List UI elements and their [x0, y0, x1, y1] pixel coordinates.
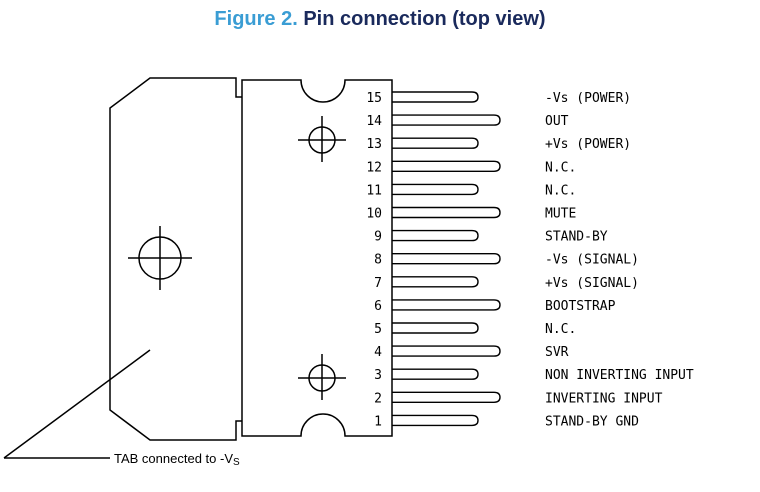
pin-10: 10 MUTE: [366, 207, 576, 222]
pin-function-label: -Vs (SIGNAL): [545, 253, 639, 268]
tab-outline: [109, 77, 242, 441]
pin-lead: [392, 322, 479, 334]
pin-number: 13: [366, 137, 382, 152]
pin-lead: [392, 91, 479, 103]
pin-function-label: STAND-BY: [545, 230, 608, 245]
figure-caption: Pin connection (top view): [303, 8, 546, 30]
pin-function-label: INVERTING INPUT: [545, 391, 663, 406]
pin-function-label: SVR: [545, 345, 569, 360]
pin-number: 2: [374, 391, 382, 406]
pin-number: 10: [366, 207, 382, 222]
pin-15: 15 -Vs (POWER): [366, 91, 631, 106]
pin-lead: [392, 206, 501, 219]
pin-lead: [392, 299, 501, 311]
pin-function-label: N.C.: [545, 322, 576, 337]
pin-number: 7: [374, 276, 382, 291]
pin-13: 13 +Vs (POWER): [366, 137, 631, 152]
pin-lead: [392, 276, 479, 288]
pin-12: 12 N.C.: [366, 160, 576, 175]
pin-function-label: MUTE: [545, 207, 576, 222]
pin-8: 8 -Vs (SIGNAL): [374, 253, 639, 268]
pin-function-label: NON INVERTING INPUT: [545, 368, 694, 383]
pin-function-label: N.C.: [545, 183, 576, 198]
pin-1: 1 STAND-BY GND: [374, 414, 639, 429]
figure-title: Figure 2. Pin connection (top view): [0, 8, 760, 31]
pin-function-label: +Vs (SIGNAL): [545, 276, 639, 291]
pin-lead: [392, 345, 501, 357]
pin-number: 15: [366, 91, 382, 106]
pin-function-label: +Vs (POWER): [545, 137, 631, 152]
pin-3: 3 NON INVERTING INPUT: [374, 368, 694, 383]
pin-number: 4: [374, 345, 382, 360]
pin-2: 2 INVERTING INPUT: [374, 391, 662, 406]
pin-function-label: STAND-BY GND: [545, 414, 639, 429]
pin-lead: [392, 253, 501, 265]
package-body: [241, 79, 393, 437]
pin-9: 9 STAND-BY: [374, 230, 608, 245]
pin-number: 6: [374, 299, 382, 314]
pin-lead: [392, 391, 501, 403]
pin-lead: [392, 114, 501, 126]
pin-lead: [392, 229, 479, 242]
pin-number: 1: [374, 414, 382, 429]
pin-function-label: -Vs (POWER): [545, 91, 631, 106]
pin-6: 6 BOOTSTRAP: [374, 299, 615, 314]
pin-lead: [392, 160, 501, 172]
pin-lead: [392, 414, 479, 427]
pin-11: 11 N.C.: [366, 183, 576, 198]
pin-lead: [392, 137, 479, 149]
pin-7: 7 +Vs (SIGNAL): [374, 276, 639, 291]
pin-function-label: OUT: [545, 114, 569, 129]
pin-number: 12: [366, 160, 382, 175]
pin-number: 14: [366, 114, 382, 129]
tab-label-main: TAB connected to -V: [114, 451, 233, 466]
pin-5: 5 N.C.: [374, 322, 576, 337]
pin-number: 11: [366, 183, 382, 198]
pin-lead: [392, 183, 479, 196]
pin-lead: [392, 368, 479, 380]
figure-label: Figure 2.: [214, 8, 298, 30]
pin-number: 3: [374, 368, 382, 383]
pin-14: 14 OUT: [366, 114, 568, 129]
tab-label-subscript: S: [233, 457, 240, 468]
pin-function-label: N.C.: [545, 160, 576, 175]
pin-number: 5: [374, 322, 382, 337]
pin-number: 8: [374, 253, 382, 268]
tab-leader-line: [3, 349, 151, 459]
pin-function-label: BOOTSTRAP: [545, 299, 616, 314]
pin-4: 4 SVR: [374, 345, 568, 360]
pin-number: 9: [374, 230, 382, 245]
tab-label: TAB connected to -VS: [114, 451, 240, 468]
